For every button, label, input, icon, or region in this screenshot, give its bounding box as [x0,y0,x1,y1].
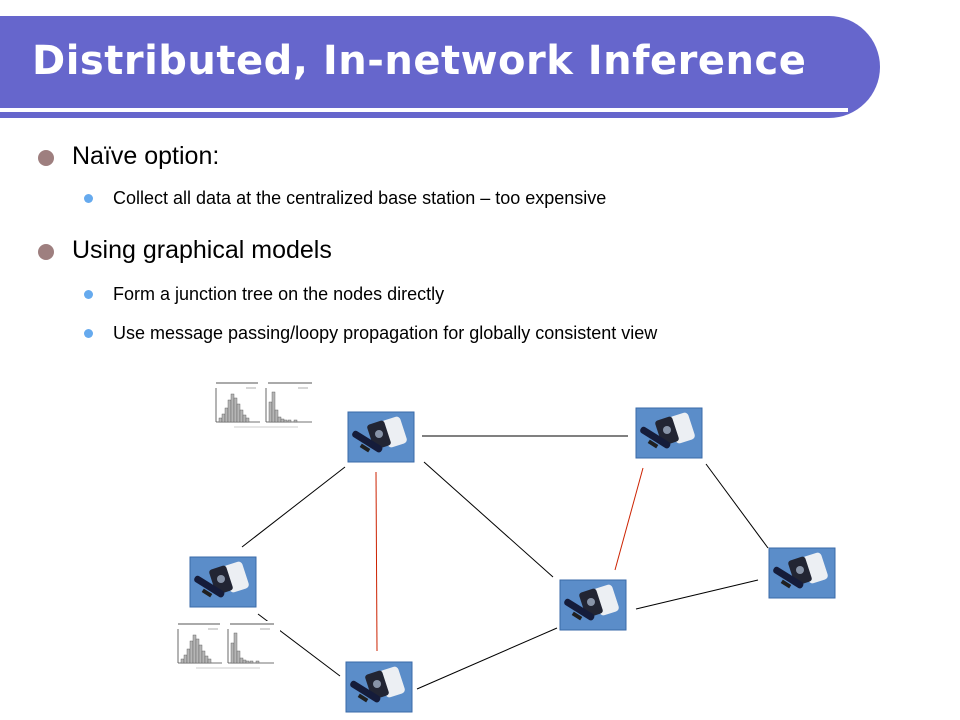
sensor-mote-icon [345,661,413,713]
bullet-naive-option: Naïve option: [37,142,220,170]
edge-a-c [241,466,346,548]
sensor-mote-icon [559,579,627,631]
sub-bullet-message-passing: Use message passing/loopy propagation fo… [83,323,658,343]
sub-bullet-junction-tree: Form a junction tree on the nodes direct… [83,284,445,304]
bullet-graphical-models: Using graphical models [38,236,332,264]
sensor-mote-icon [189,556,257,608]
slide-title: Distributed, In-network Inference [32,38,807,84]
edge-d-e [416,627,558,690]
edge-b-d [614,467,644,571]
histogram-thumbnail-icon [169,620,281,674]
edge-d-f [635,579,759,610]
title-underline [0,108,848,112]
sensor-mote-icon [768,547,836,599]
title-bar [0,16,880,118]
sub-bullet-collect-data: Collect all data at the centralized base… [83,188,607,208]
histogram-thumbnail-icon [207,379,319,433]
edge-b-f [705,463,769,549]
edge-a-d [423,461,554,578]
sensor-mote-icon [635,407,703,459]
sensor-mote-icon [347,411,415,463]
edge-a-e [375,471,378,652]
